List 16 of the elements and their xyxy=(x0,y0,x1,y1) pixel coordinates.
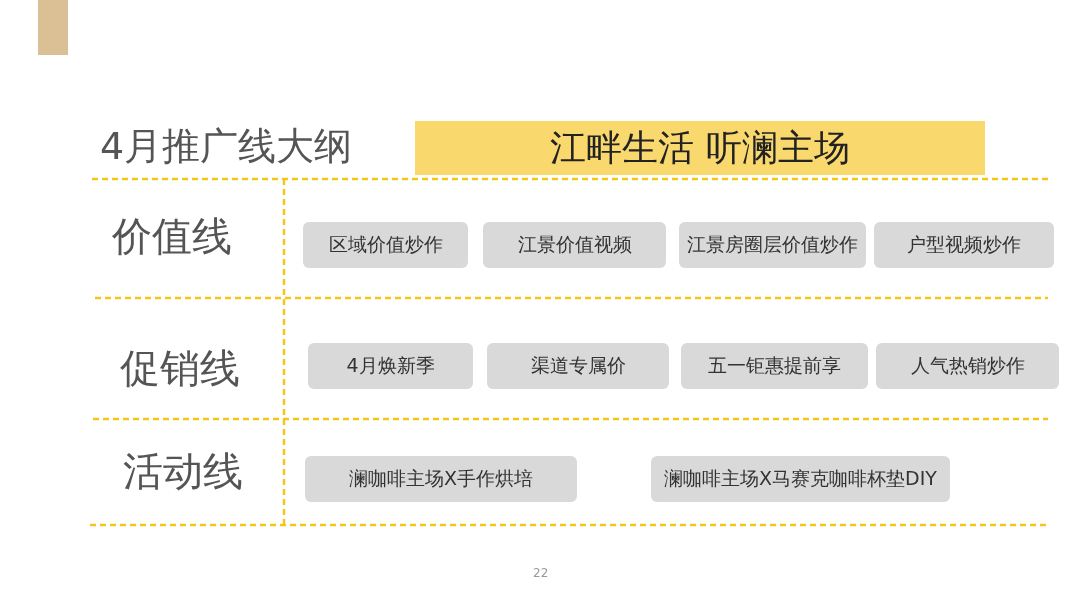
theme-banner: 江畔生活 听澜主场 xyxy=(415,121,985,175)
row-heading: 活动线 xyxy=(123,451,243,491)
item-box: 江景房圈层价值炒作 xyxy=(679,222,866,268)
item-box: 江景价值视频 xyxy=(483,222,666,268)
item-box: 4月焕新季 xyxy=(308,343,473,389)
slide-title: 4月推广线大纲 xyxy=(100,127,353,165)
item-box: 人气热销炒作 xyxy=(876,343,1059,389)
item-box: 渠道专属价 xyxy=(487,343,669,389)
item-box: 区域价值炒作 xyxy=(303,222,468,268)
page-number: 22 xyxy=(533,567,549,579)
item-box: 户型视频炒作 xyxy=(874,222,1054,268)
row-heading: 价值线 xyxy=(112,216,232,256)
item-box: 五一钜惠提前享 xyxy=(681,343,868,389)
row-heading: 促销线 xyxy=(120,348,240,388)
item-box: 澜咖啡主场X马赛克咖啡杯垫DIY xyxy=(651,456,950,502)
item-box: 澜咖啡主场X手作烘培 xyxy=(305,456,577,502)
